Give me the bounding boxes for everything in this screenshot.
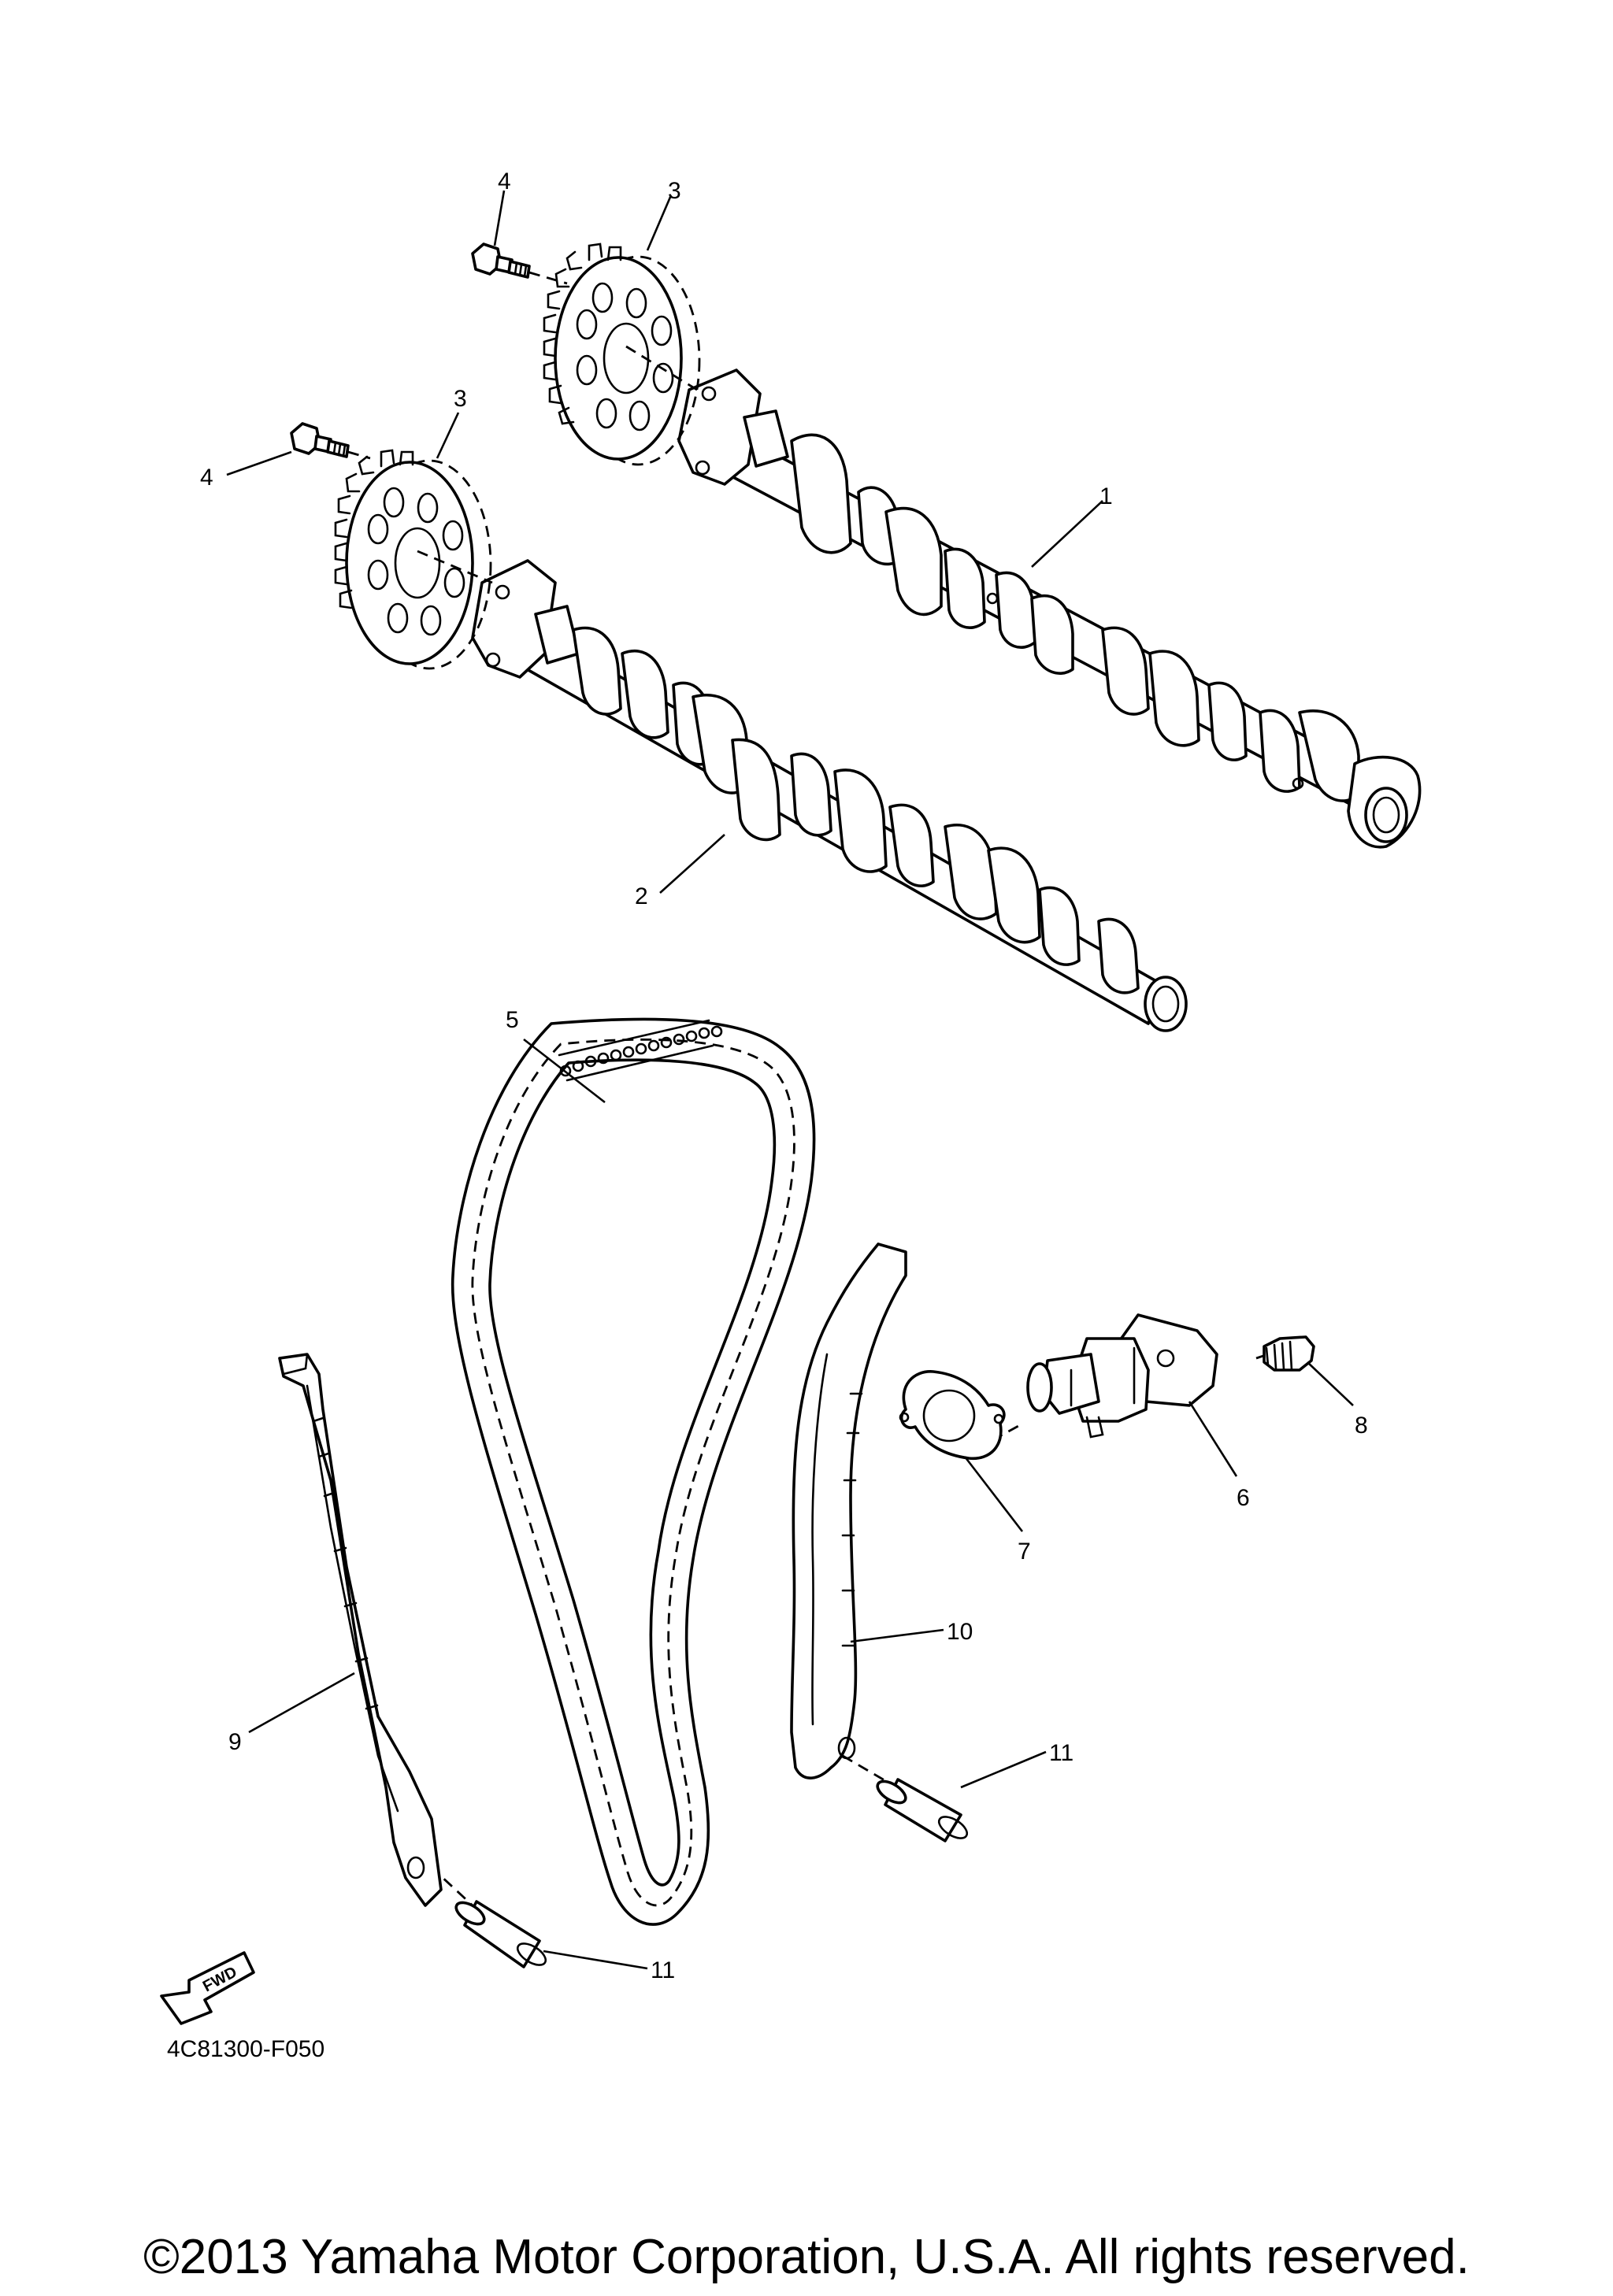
pin-upper [876, 1778, 969, 1842]
callout-10: 10 [947, 1619, 973, 1645]
leader-lines [226, 190, 1354, 1970]
cam-chain-tensioner [1026, 1313, 1218, 1439]
bolt-upper [471, 243, 531, 279]
callout-6: 6 [1237, 1485, 1250, 1511]
copyright-notice: ©2013 Yamaha Motor Corporation, U.S.A. A… [143, 2230, 1470, 2284]
bolt-lower [290, 422, 350, 458]
callout-labels: 1 2 3 3 4 4 5 6 7 8 9 10 11 11 [200, 168, 1368, 1983]
cam-chain [451, 1017, 816, 1926]
callout-8: 8 [1355, 1413, 1368, 1439]
tensioner-bolt [1263, 1335, 1315, 1372]
callout-3-upper: 3 [668, 178, 681, 204]
camshaft-1 [677, 368, 1422, 849]
callout-4-upper: 4 [498, 168, 511, 194]
pin-lower [454, 1900, 547, 1968]
callout-5: 5 [506, 1007, 519, 1033]
callout-7: 7 [1018, 1539, 1031, 1565]
diagram-code: 4C81300-F050 [167, 2036, 324, 2062]
callout-1: 1 [1099, 483, 1113, 509]
callout-3-lower: 3 [454, 386, 467, 412]
callout-4-lower: 4 [200, 465, 213, 491]
fwd-arrow-icon: FWD [160, 1951, 255, 2025]
callout-9: 9 [228, 1729, 242, 1755]
chain-guide-10 [790, 1242, 907, 1779]
callout-2: 2 [635, 883, 648, 909]
gasket-7 [899, 1370, 1006, 1461]
cam-sprocket-upper [543, 243, 701, 466]
chain-guide-9 [278, 1353, 443, 1907]
callout-11-lower: 11 [651, 1957, 675, 1983]
callout-11-upper: 11 [1049, 1740, 1073, 1766]
camshaft-2 [471, 559, 1188, 1032]
cam-sprocket-lower [334, 449, 492, 670]
